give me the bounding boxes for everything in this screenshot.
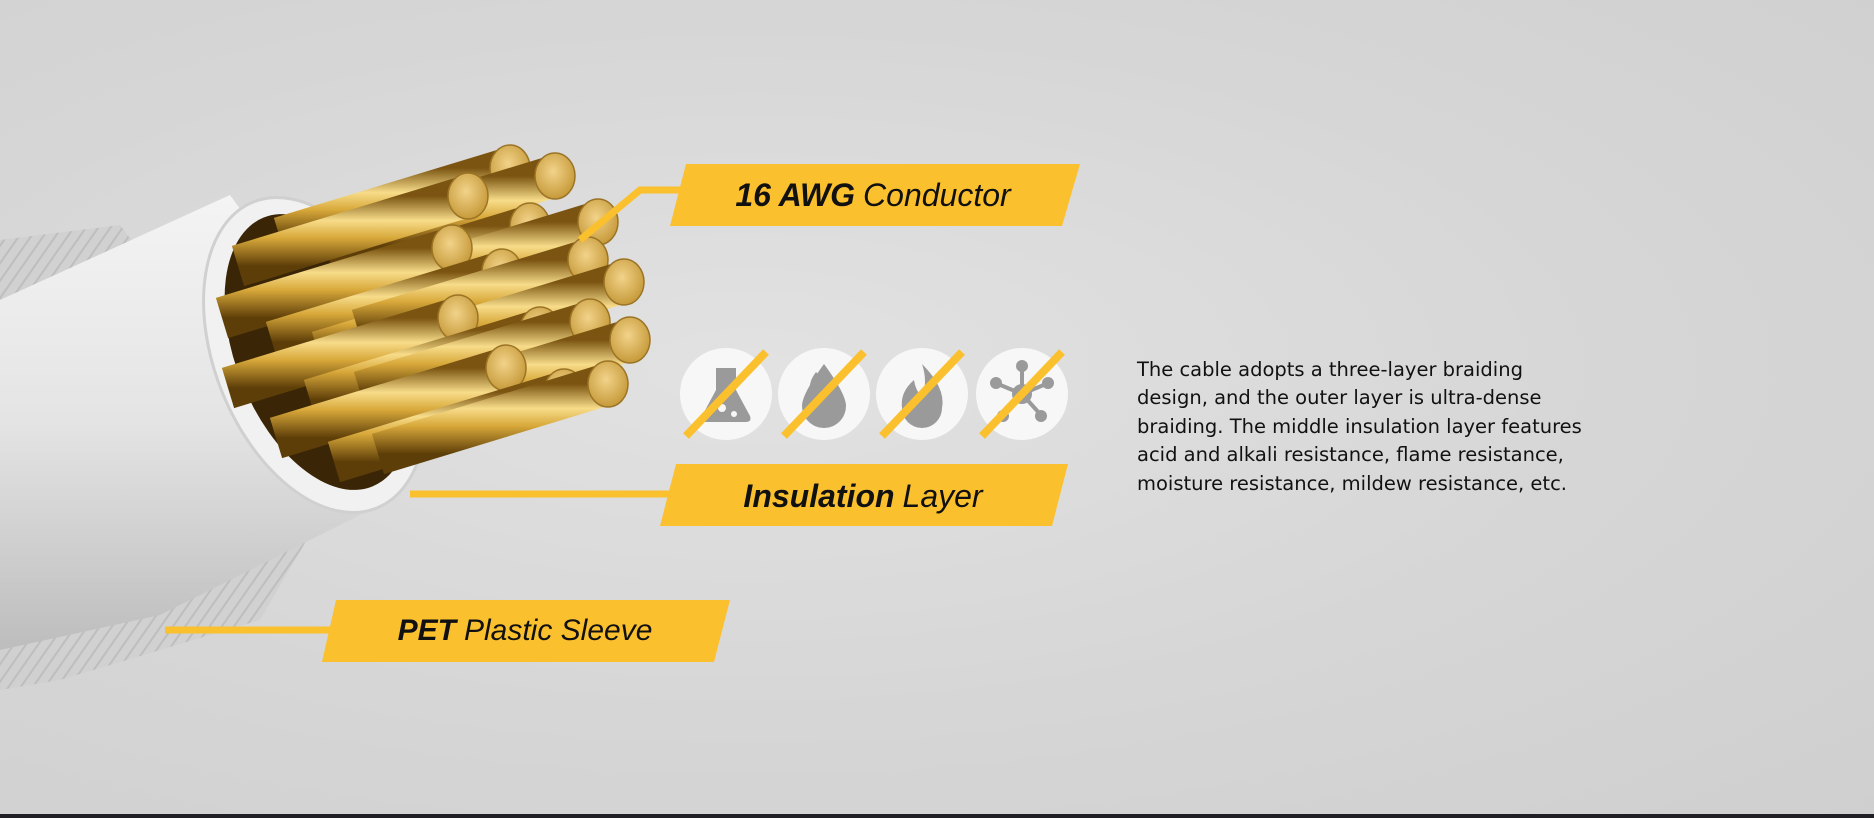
resistance-icons: [680, 348, 1068, 440]
sleeve-label: PET Plastic Sleeve: [328, 602, 722, 660]
strand: [269, 344, 527, 459]
water-drop-icon: [778, 348, 870, 440]
sleeve-banner: [322, 600, 730, 662]
bottom-edge-bar: [0, 814, 1874, 818]
conductor-label: 16 AWG Conductor: [676, 166, 1070, 224]
insulation-label-bold: Insulation: [743, 477, 895, 514]
conductor-strands: [215, 144, 651, 483]
acid-flask-icon: [680, 348, 772, 440]
mold-spore-icon: [976, 348, 1068, 440]
insulation-label-rest: Layer: [902, 477, 983, 514]
conductor-label-bold: 16 AWG: [735, 176, 856, 213]
insulation-label: Insulation Layer: [668, 466, 1058, 526]
description-text: The cable adopts a three-layer braiding …: [1137, 357, 1582, 495]
insulation-banner: [660, 464, 1068, 526]
sleeve-label-bold: PET: [397, 614, 456, 647]
leader-lines: [165, 186, 684, 634]
strand: [231, 172, 489, 287]
strand: [215, 224, 473, 339]
strand: [371, 360, 629, 475]
strand: [221, 294, 479, 409]
flame-icon: [876, 348, 968, 440]
sleeve-label-rest: Plastic Sleeve: [463, 614, 653, 647]
conductor-banner: [670, 164, 1080, 226]
conductor-label-rest: Conductor: [863, 176, 1011, 213]
